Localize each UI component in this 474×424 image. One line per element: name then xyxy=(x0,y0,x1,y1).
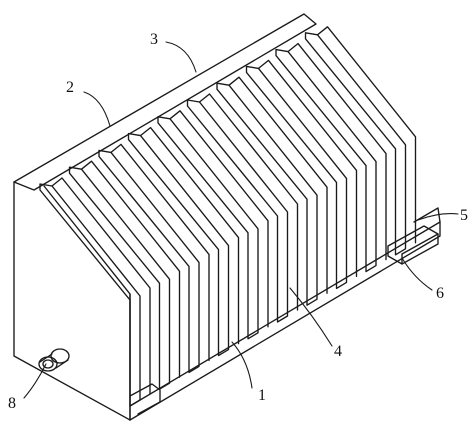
leader-8 xyxy=(23,363,47,399)
plate-slot-edge xyxy=(110,143,210,362)
plate-slot-edge xyxy=(287,42,387,261)
plate xyxy=(275,48,377,273)
plate xyxy=(245,65,348,290)
callout-2: 2 xyxy=(66,79,74,96)
leader-5 xyxy=(417,213,459,221)
side-fitting xyxy=(38,348,70,372)
callout-1: 1 xyxy=(258,387,266,404)
callout-8: 8 xyxy=(8,395,16,412)
plate-slot-edge xyxy=(80,160,181,378)
leader-6 xyxy=(401,257,433,291)
plate-slot-edge xyxy=(51,177,151,395)
leader-2 xyxy=(83,91,111,127)
plate xyxy=(39,183,141,407)
plate-slot-edge xyxy=(316,26,417,244)
callout-labels: 1 2 3 4 5 6 8 xyxy=(8,31,468,412)
callout-4: 4 xyxy=(334,343,342,360)
callout-5: 5 xyxy=(460,207,468,224)
plate-slot-edge xyxy=(257,59,358,278)
plate xyxy=(98,149,200,374)
top-rail xyxy=(13,13,317,191)
plate-slot-edge xyxy=(169,110,269,328)
front-foot xyxy=(129,383,161,415)
leader-3 xyxy=(165,41,197,73)
plate xyxy=(68,166,171,390)
plate xyxy=(157,116,259,340)
front-end-plate xyxy=(13,181,131,421)
rear-bracket xyxy=(413,207,441,223)
leader-4 xyxy=(289,287,333,347)
plate xyxy=(216,82,318,306)
plate xyxy=(304,32,407,256)
leader-1 xyxy=(231,341,253,389)
plate-slot-edge xyxy=(198,93,299,311)
base-rail xyxy=(129,221,441,421)
plate-slot-edge xyxy=(228,76,328,294)
leader-lines xyxy=(23,41,459,399)
plate-group xyxy=(39,26,417,407)
plate xyxy=(127,132,230,357)
callout-6: 6 xyxy=(436,285,444,302)
plate xyxy=(186,99,289,323)
plate-slot-edge xyxy=(139,126,240,345)
callout-3: 3 xyxy=(150,31,158,48)
